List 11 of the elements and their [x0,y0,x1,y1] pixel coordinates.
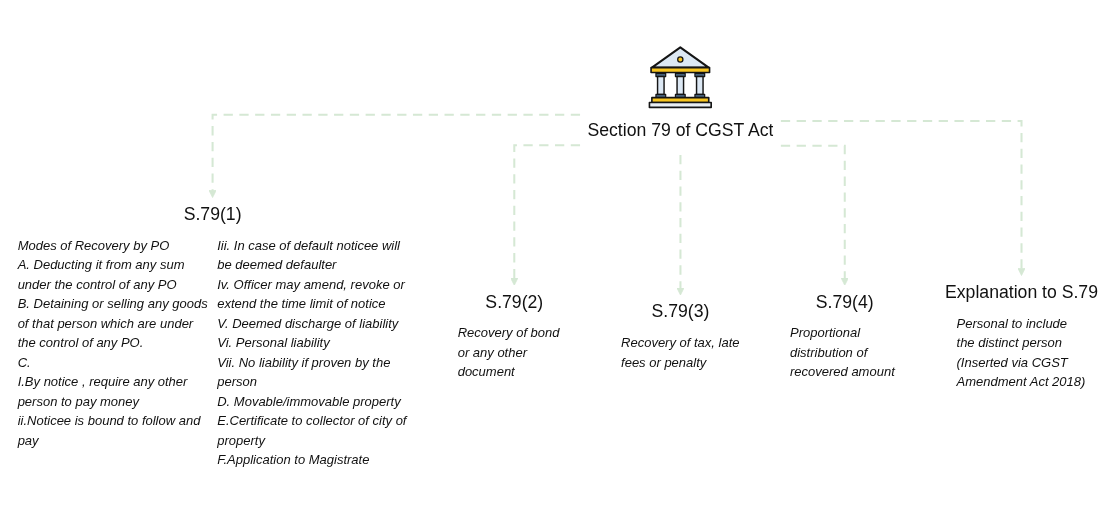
arrow [780,144,849,286]
node-text: S.79(3) Recovery of tax, late fees or penalty [621,301,740,369]
arrow [510,144,581,286]
node-label: Section 79 of CGST Act [587,120,774,140]
node-text: S.79(4) Proportional distribution of recovered amount [789,291,895,379]
arrow [676,153,685,296]
node-text: S.79(1) Modes of Recovery by PO A. Deducting it from any sum under the control of any PO B. Detaining or selling any goods of that person which are under the control of any PO. C. I.By notice , require any other person to pay money ii.Noticee is bound to follow and pay Iii. In case of default noticee will be deemed defaulter Iv. Officer may amend, revoke or extend the time limit of notice V. Deemed discharge of liability Vi. Personal liability Vii. No liability if proven by the person D. Movable/immovable property E.Certificate to collector of city of property F.Application to Magistrate [17,204,407,467]
arrow [780,120,1026,276]
node-text: Explanation to S.79 Personal to include the distinct person (Inserted via CGST Amendment Act 2018) [945,282,1098,389]
arrow [208,113,581,198]
node-text: S.79(2) Recovery of bond or any other document [457,291,560,379]
